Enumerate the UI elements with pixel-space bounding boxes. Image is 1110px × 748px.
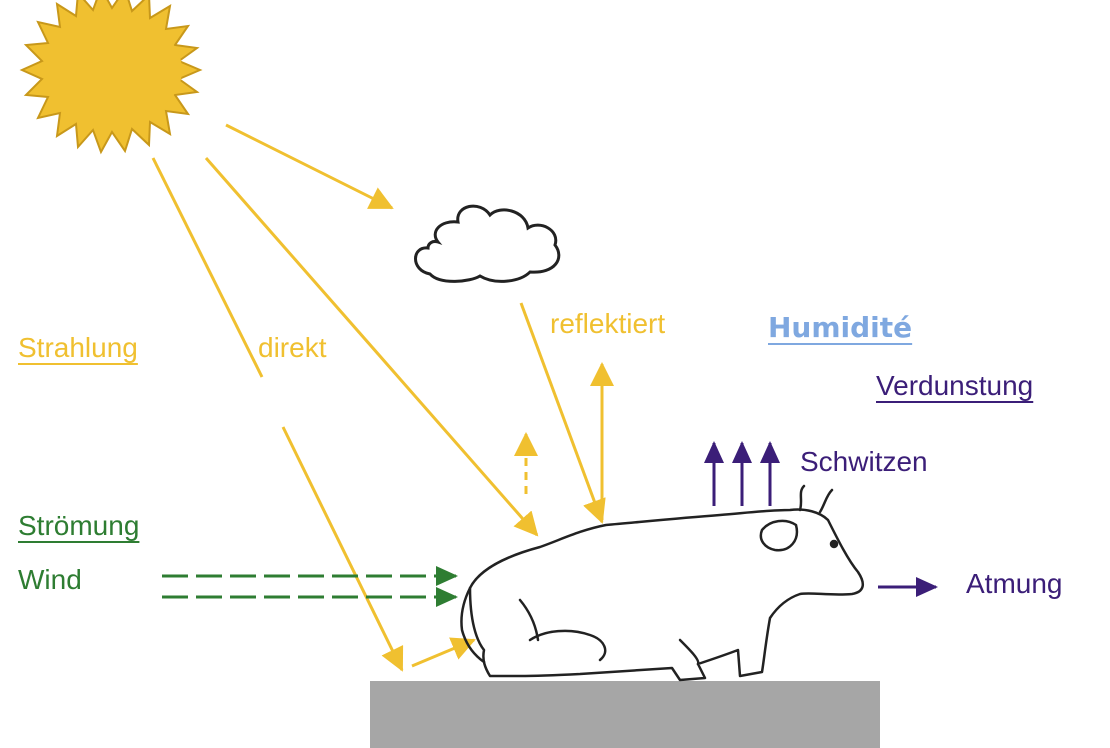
wind-label: Wind [18, 564, 82, 595]
direct-radiation-arrow [204, 157, 539, 537]
sun-to-ground-arrow-lower [281, 426, 404, 672]
verdunstung-label: Verdunstung [876, 370, 1034, 401]
sun-to-cloud-arrow [225, 123, 394, 210]
cloud-icon [414, 204, 561, 283]
sun-icon [19, 0, 203, 155]
cow-illustration [460, 484, 865, 682]
ground-block [370, 681, 880, 748]
atmung-label: Atmung [966, 568, 1063, 599]
strahlung-label: Strahlung [18, 332, 138, 363]
schwitzen-label: Schwitzen [800, 446, 928, 477]
sun-to-ground-line-upper [151, 157, 264, 378]
cloud-reflected-arrow [519, 302, 606, 524]
reflektiert-label: reflektiert [550, 308, 666, 339]
ground-reflection-arrow [411, 637, 476, 668]
direkt-label: direkt [258, 332, 327, 363]
humidite-label: Humidité [768, 311, 913, 344]
stroemung-label: Strömung [18, 510, 140, 541]
